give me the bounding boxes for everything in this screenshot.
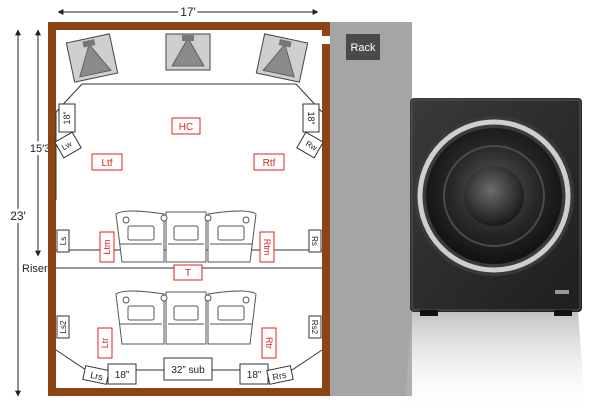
speaker-icon (255, 33, 309, 83)
hc-label: HC (179, 122, 193, 133)
ltf-label: Ltf (101, 158, 112, 169)
front-right-sub[interactable]: 18” (302, 103, 320, 133)
center-sub[interactable]: 32” sub (163, 357, 213, 381)
rear-left-sub[interactable]: 18” (107, 363, 137, 385)
lrs-label: Lrs (89, 370, 104, 382)
ltm-speaker-tag[interactable]: Ltm (99, 231, 115, 263)
speaker-icon (65, 33, 119, 83)
rack-box[interactable] (346, 34, 380, 60)
speaker-icon (165, 33, 211, 71)
ls-label: Ls (59, 237, 68, 245)
ltf-speaker-tag[interactable]: Ltf (91, 153, 123, 171)
rtf-speaker-tag[interactable]: Rtf (253, 153, 285, 171)
rs2-label: Rs2 (310, 320, 319, 335)
rear-right-sub[interactable]: 18” (239, 363, 269, 385)
rear-right-sub-label: 18” (247, 370, 261, 381)
ls2-speaker[interactable]: Ls2 (56, 315, 70, 339)
ls-speaker[interactable]: Ls (56, 229, 70, 253)
ltr-speaker-tag[interactable]: Ltr (97, 327, 113, 359)
door-gap (322, 36, 330, 44)
t-speaker-tag[interactable]: T (173, 264, 203, 281)
t-label: T (185, 268, 191, 279)
rrs-label: Rrs (271, 370, 287, 383)
equipment-corridor (324, 22, 412, 396)
rear-left-sub-label: 18” (115, 370, 129, 381)
rack-label: Rack (350, 42, 376, 54)
front-seating-row (115, 210, 257, 263)
front-left-sub-label: 18” (62, 111, 72, 124)
riser-label: Riser (22, 263, 48, 275)
rtr-speaker-tag[interactable]: Rtr (261, 327, 277, 359)
rtm-label: Rtm (262, 239, 272, 256)
rs-label: Rs (310, 236, 319, 246)
rs-speaker[interactable]: Rs (308, 229, 322, 253)
rw-speaker[interactable]: Rw (296, 131, 324, 159)
rtf-label: Rtf (263, 158, 276, 169)
rs2-speaker[interactable]: Rs2 (308, 315, 322, 339)
rtr-label: Rtr (264, 337, 274, 349)
front-left-sub[interactable]: 18” (58, 103, 76, 133)
total-depth-label: 23′ (10, 209, 26, 223)
rear-seating-row (115, 290, 257, 345)
hc-speaker-tag[interactable]: HC (171, 117, 201, 135)
lrs-speaker[interactable]: Lrs (82, 365, 110, 385)
subwoofer-icon (404, 98, 586, 416)
ltm-label: Ltm (102, 239, 112, 254)
rtm-speaker-tag[interactable]: Rtm (259, 231, 275, 263)
width-dimension-label: 17′ (180, 5, 196, 19)
ls2-label: Ls2 (59, 320, 68, 333)
rrs-speaker[interactable]: Rrs (266, 365, 294, 385)
front-right-sub-label: 18” (306, 111, 316, 124)
ltr-label: Ltr (100, 338, 110, 349)
lw-speaker[interactable]: Lw (54, 131, 82, 159)
center-sub-label: 32” sub (171, 365, 205, 376)
